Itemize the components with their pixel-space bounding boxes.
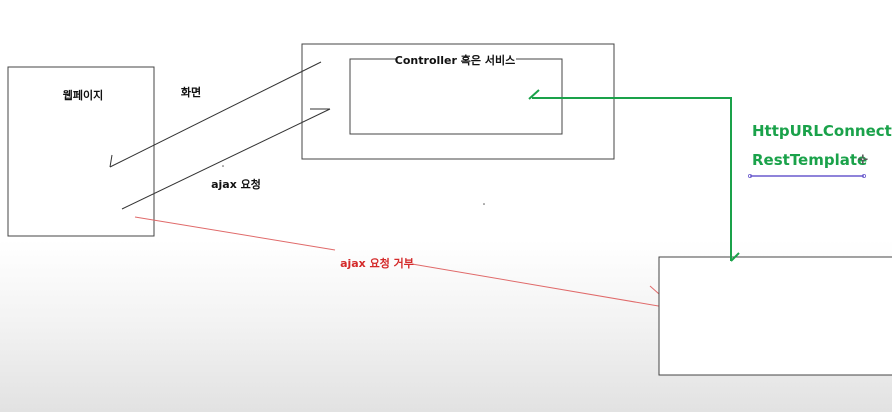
ajax-request-arrow-line [121,108,331,210]
webpage-label: 웹페이지 [63,88,103,102]
external-server-box [658,256,892,376]
response-arrow-head [109,154,113,168]
stray-dot [222,165,224,167]
stray-dot [483,203,485,205]
rejected-label: ajax 요청 거부 [340,256,414,270]
rejected-arrow-line-a [134,216,336,251]
controller-label-bg [396,52,516,66]
cursor-crosshair-icon: ✛ [858,153,869,168]
selection-handle-right[interactable] [862,173,867,178]
server-call-arrow-line [532,97,732,261]
rest-template-label: RestTemplate [752,151,867,169]
response-label: 화면 [181,85,201,99]
rejected-arrow-line-b [411,263,677,310]
response-arrow-line [109,61,322,168]
selection-handle-left[interactable] [748,173,753,178]
ajax-request-label: ajax 요청 [211,177,261,191]
controller-label: Controller 혹은 서비스 [395,53,515,67]
webpage-box [7,66,155,237]
server-call-arrow-tail [528,89,540,100]
http-client-label: HttpURLConnectio [752,122,892,140]
server-call-arrow-head [730,252,740,262]
server-outer-box [301,43,615,160]
controller-box [349,58,563,135]
